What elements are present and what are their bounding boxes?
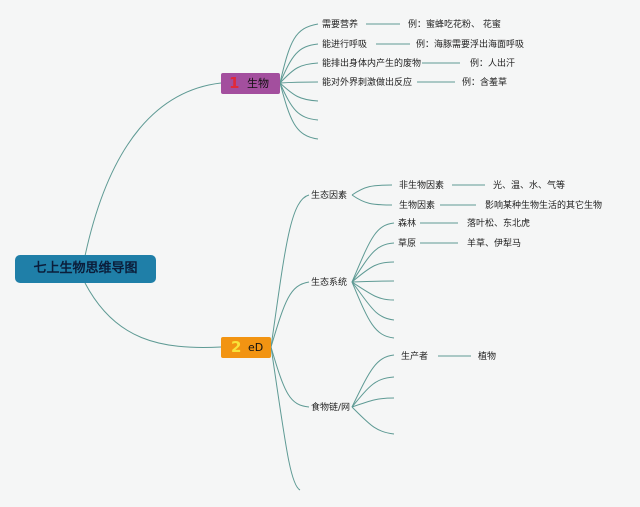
sub3-fan [351, 354, 471, 435]
b1-item-3: 能排出身体内产生的废物 [322, 57, 421, 69]
branch1-node: 1 生物 [221, 73, 280, 94]
sub1-item-1: 非生物因素 [399, 179, 444, 191]
b1-item-2: 能进行呼吸 [322, 38, 367, 50]
b1-item-3-example: 例：人出汗 [470, 57, 515, 69]
sub2-item-2-detail: 羊草、伊犁马 [467, 237, 521, 249]
sub2-fan [351, 222, 458, 339]
connector-root-branch2 [84, 282, 222, 348]
branch1-label: 生物 [247, 77, 269, 90]
b1-item-1-example: 例：蜜蜂吃花粉、 花蜜 [408, 18, 501, 30]
sub2-item-1: 森林 [398, 217, 416, 229]
sub1-fan [351, 184, 485, 206]
branch2-fan [270, 194, 310, 491]
b1-item-4-example: 例：含羞草 [462, 76, 507, 88]
root-node: 七上生物思维导图 [15, 255, 156, 283]
b1-item-1: 需要营养 [322, 18, 358, 30]
connector-root-branch1 [84, 82, 222, 257]
sub3-item-1-detail: 植物 [478, 350, 496, 362]
branch2-label: eD [248, 341, 264, 354]
branch1-fan [279, 23, 460, 140]
sub2-item-2: 草原 [398, 237, 416, 249]
sub1-item-2: 生物因素 [399, 199, 435, 211]
sub1-item-2-detail: 影响某种生物生活的其它生物 [485, 199, 602, 211]
sub1-label: 生态因素 [311, 189, 347, 201]
branch2-number: 2 [231, 338, 242, 356]
b1-item-2-example: 例：海豚需要浮出海面呼吸 [416, 38, 524, 50]
sub2-item-1-detail: 落叶松、东北虎 [467, 217, 530, 229]
sub2-label: 生态系统 [311, 276, 347, 288]
branch1-number: 1 [229, 74, 240, 92]
sub3-label: 食物链/网 [311, 401, 350, 413]
sub1-item-1-detail: 光、温、水、气等 [493, 179, 565, 191]
branch2-node: 2 eD [221, 337, 271, 358]
sub3-item-1: 生产者 [401, 350, 428, 362]
b1-item-4: 能对外界刺激做出反应 [322, 76, 412, 88]
